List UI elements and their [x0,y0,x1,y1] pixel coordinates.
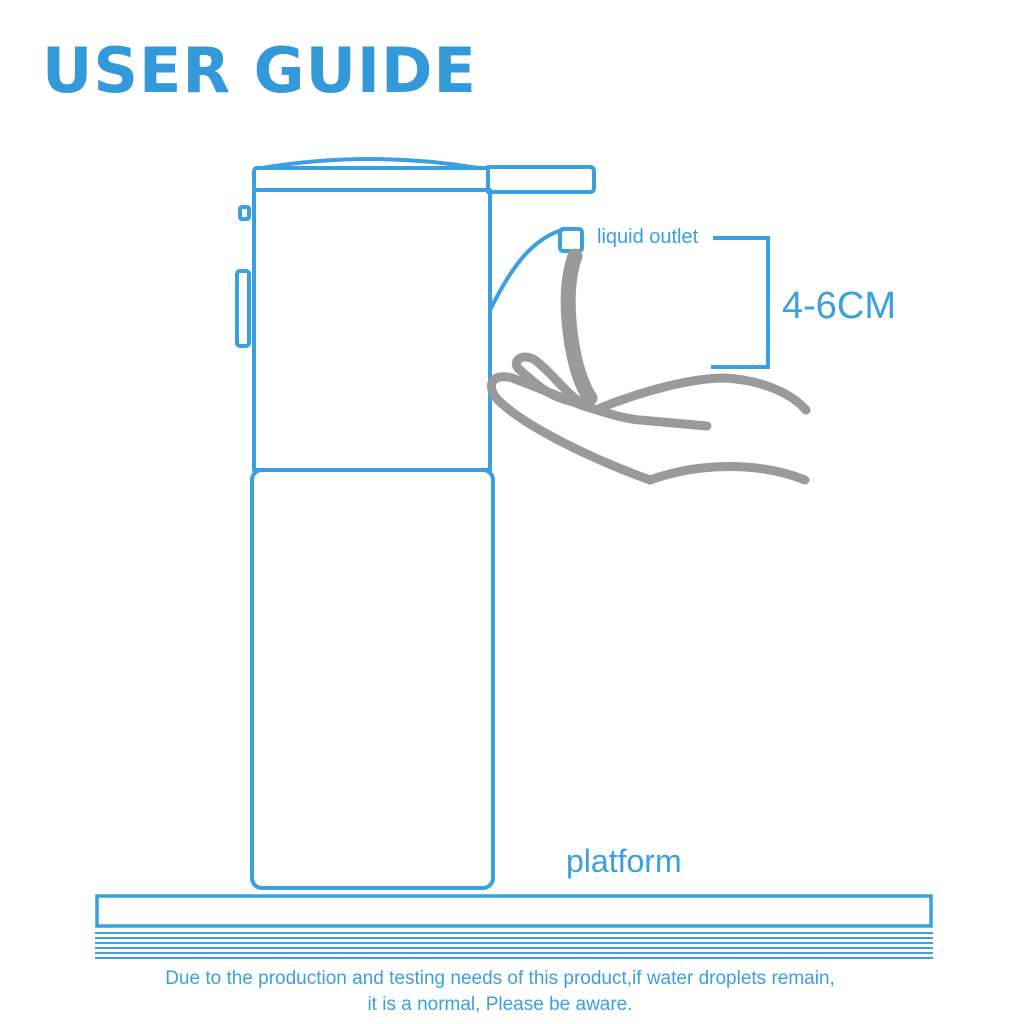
soap-dispenser-icon [235,157,596,890]
notice-line-2: it is a normal, Please be aware. [367,994,633,1015]
distance-bracket-icon [711,236,770,369]
notice-line-1: Due to the production and testing needs … [165,968,835,989]
hand-icon [486,352,811,485]
distance-label: 4-6CM [782,285,897,327]
page-title: USER GUIDE [42,34,477,107]
platform-icon [95,894,933,959]
liquid-stream-icon [560,248,598,406]
notice-text: Due to the production and testing needs … [0,966,1000,1018]
liquid-outlet-label: liquid outlet [597,226,699,248]
platform-label: platform [566,843,682,879]
